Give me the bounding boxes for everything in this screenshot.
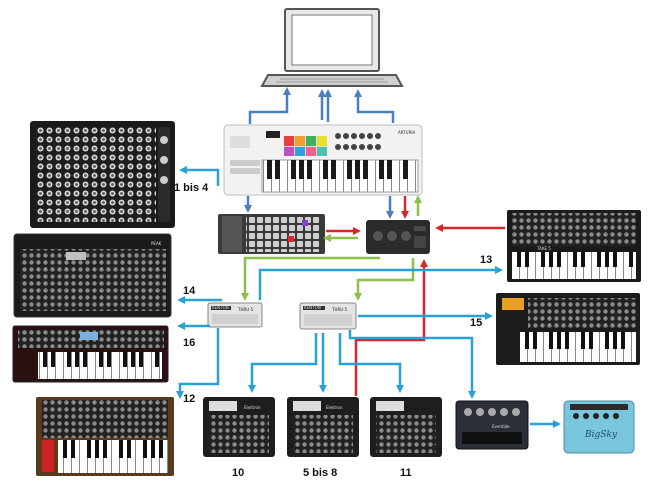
blue-to-drum-11 <box>338 333 404 393</box>
eventide-pedal: Eventide <box>455 400 529 450</box>
label-channel-15: 15 <box>470 317 482 329</box>
thru-box-left: KENTON THRU-5 <box>207 302 263 328</box>
blue-to-eventide <box>348 330 476 399</box>
drum-machine-5-8: Elektron <box>287 397 359 457</box>
arturia-brand-label: ARTURIA <box>398 130 416 135</box>
bigsky-pedal: BigSky <box>563 400 635 454</box>
green-interface-to-thru-left <box>241 256 380 301</box>
blue-to-take5 <box>258 266 503 300</box>
label-channel-16: 16 <box>183 337 195 349</box>
red-drum-to-interface <box>354 259 428 396</box>
drum-machine-10: Elektron <box>203 397 275 457</box>
label-channel-12: 12 <box>183 393 195 405</box>
label-channel-1-4: 1 bis 4 <box>174 182 209 194</box>
blue-to-sequencer <box>179 166 220 186</box>
thru-right-model: THRU-5 <box>331 307 348 312</box>
keyboard-synth-15 <box>496 293 640 365</box>
take5-name-label: TAKE 5 <box>536 246 551 251</box>
thru-right-brand: KENTON <box>304 305 321 310</box>
midi-interface <box>366 220 430 254</box>
arturia-keylab-controller: ARTURIA <box>223 124 423 196</box>
label-channel-10: 10 <box>232 467 244 479</box>
midi-out-connections <box>176 166 561 428</box>
midi-in-connections <box>326 196 505 396</box>
drum-10-brand: Elektron <box>244 405 261 410</box>
peak-synth: PEAK <box>13 233 172 318</box>
drum-machine-11 <box>370 397 442 457</box>
keyboard-synth-12 <box>36 397 174 476</box>
label-channel-5-8: 5 bis 8 <box>303 467 337 479</box>
laptop <box>260 8 404 87</box>
blue-to-drum-10 <box>248 333 318 393</box>
usb-keylab-to-laptop-1 <box>248 87 291 124</box>
thru-left-model: THRU-5 <box>237 307 254 312</box>
usb-connections <box>244 87 395 219</box>
blue-to-synth-12 <box>176 328 220 399</box>
eventide-label: Eventide <box>492 424 510 429</box>
label-channel-11: 11 <box>400 467 412 479</box>
label-channel-13: 13 <box>480 254 492 266</box>
take5-synth: TAKE 5 <box>507 210 641 282</box>
peak-name-label: PEAK <box>151 241 162 246</box>
thru-left-brand: KENTON <box>212 305 229 310</box>
drum-5-8-brand: Elektron <box>326 405 343 410</box>
pad-grid-controller <box>218 214 325 254</box>
bigsky-label: BigSky <box>584 430 618 440</box>
label-channel-14: 14 <box>183 285 196 297</box>
green-interface-to-thru-right <box>354 258 415 301</box>
knob-sequencer <box>30 121 175 228</box>
keyboard-synth-16 <box>12 325 169 383</box>
usb-keylab-to-laptop-4 <box>354 89 395 123</box>
thru-box-right: KENTON THRU-5 <box>299 302 357 330</box>
